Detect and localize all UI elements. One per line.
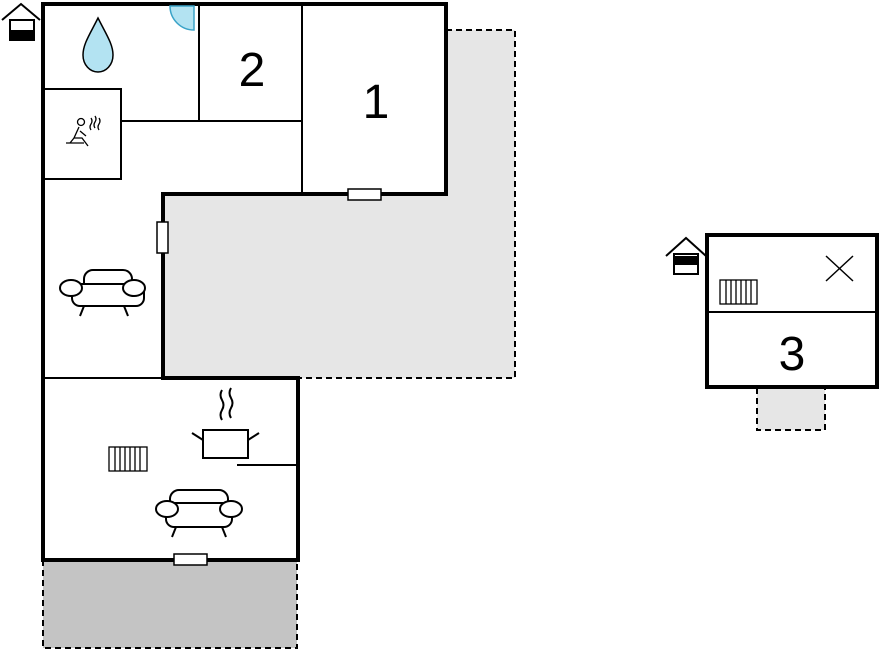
sauna-icon [66,115,101,147]
entrance-house-icon-annex [665,236,707,275]
radiator-icon-annex [719,279,758,305]
water-drop-icon [82,16,114,73]
cooking-pot-icon [191,387,260,459]
sofa-icon-living [59,269,146,317]
window-kitchen [173,553,208,566]
terrace-bottom [42,560,298,649]
radiator-icon-kitchen [108,446,148,472]
terrace-annex [756,388,826,431]
room-number-2: 2 [239,44,266,97]
cross-icon [825,255,854,282]
sofa-icon-kitchen [155,489,243,538]
room-number-3: 3 [779,328,806,381]
terrace-main [163,29,516,379]
entrance-house-icon-main [1,2,41,41]
sauna-room [43,88,122,180]
interior-walls [43,4,303,466]
room-number-1: 1 [363,76,390,129]
window-bedroom-1 [347,188,382,201]
bathroom-door-arc [169,5,195,31]
window-living [156,221,169,254]
